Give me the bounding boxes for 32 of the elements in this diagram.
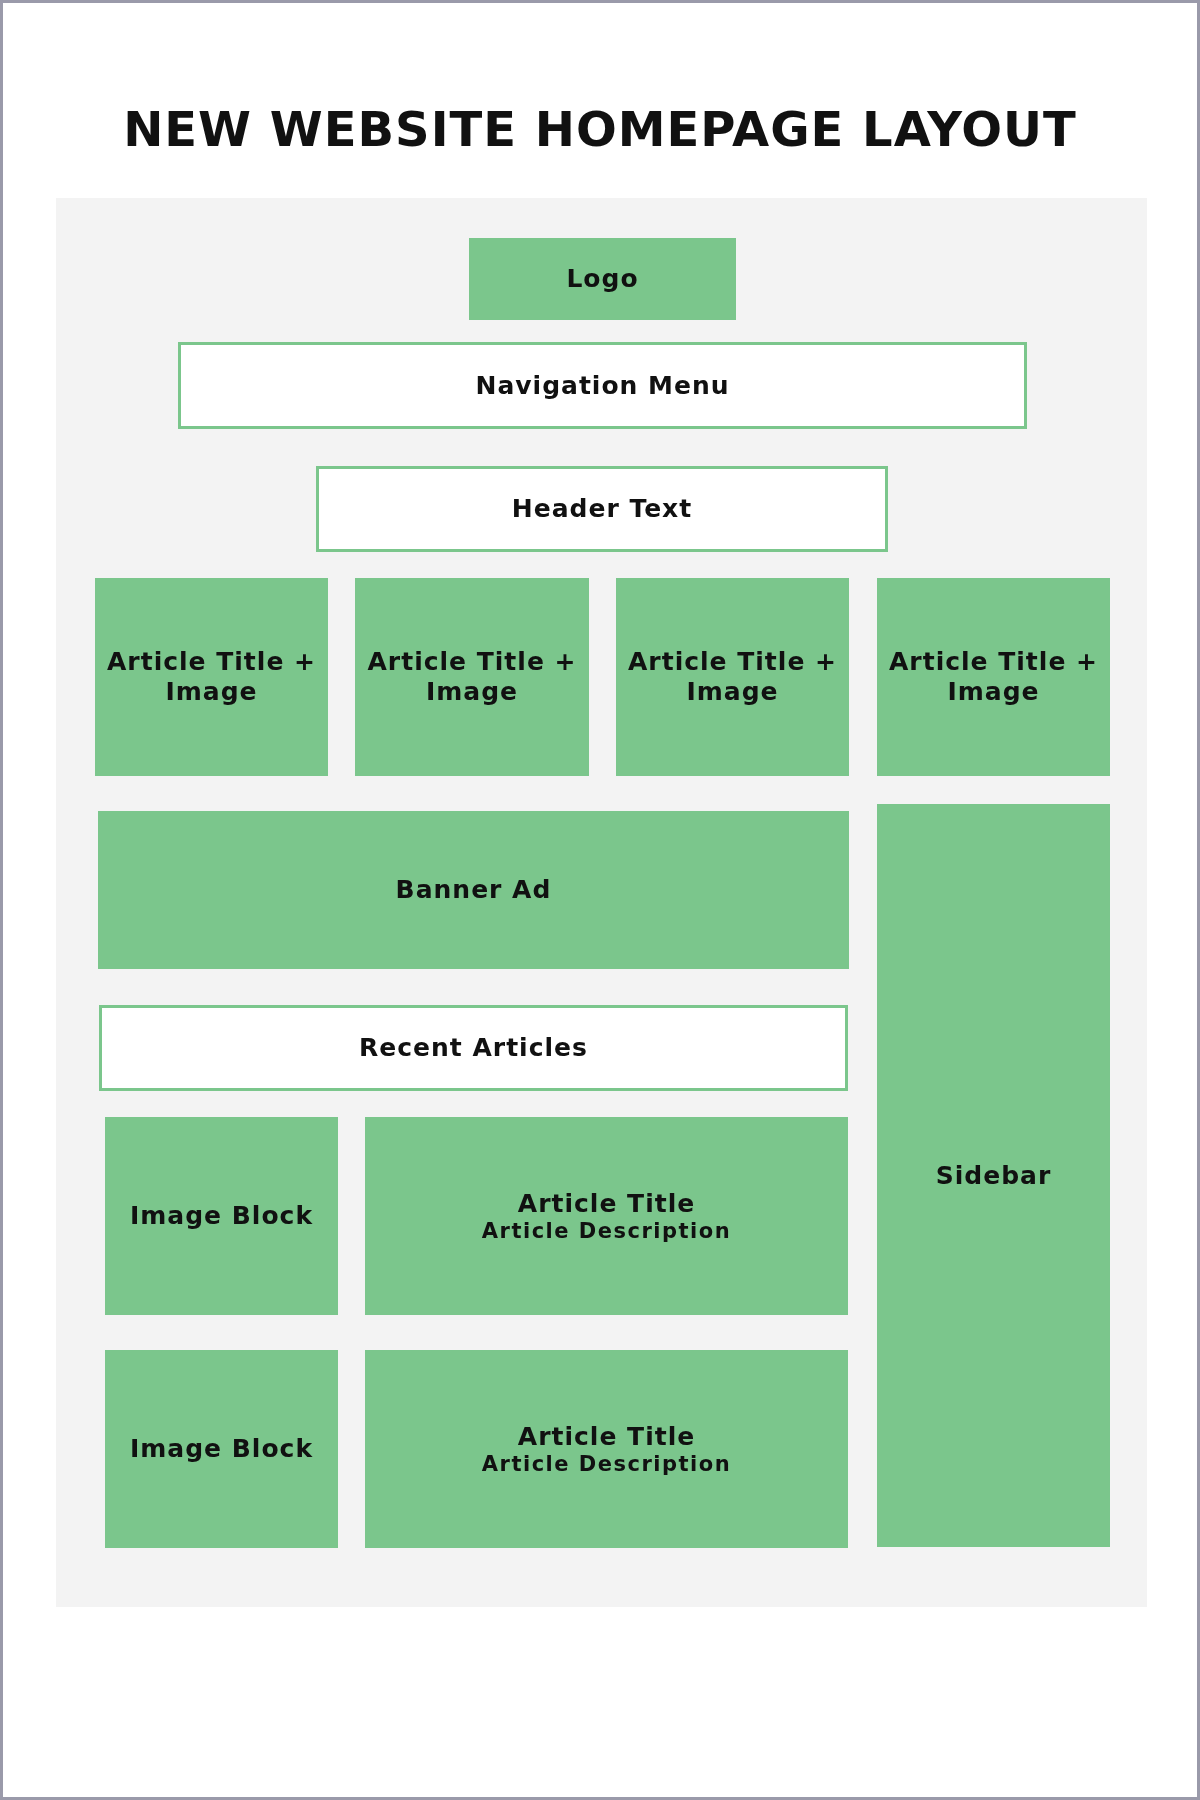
section-box — [316, 466, 888, 552]
block-label: Article Title + Image — [888, 647, 1099, 707]
block-label: Image Block — [129, 1434, 314, 1464]
block-label: Article Title + Image — [366, 647, 578, 707]
content-block — [616, 578, 849, 776]
block-label: Sidebar — [934, 1160, 1053, 1191]
block-label: Header Text — [510, 494, 694, 524]
block-description: Article Description — [481, 1219, 732, 1243]
block-description: Article Description — [481, 1452, 732, 1476]
section-box — [178, 342, 1027, 429]
page-title: NEW WEBSITE HOMEPAGE LAYOUT — [122, 101, 1078, 157]
block-label: Article Title + Image — [627, 647, 838, 707]
block-label: Logo — [565, 264, 640, 294]
block-label: Article Title — [516, 1422, 697, 1452]
content-block — [355, 578, 589, 776]
section-box — [99, 1005, 848, 1091]
content-block — [365, 1350, 848, 1548]
content-block — [365, 1117, 848, 1315]
block-label: Image Block — [129, 1201, 314, 1231]
content-block — [469, 238, 736, 320]
block-label: Recent Articles — [358, 1033, 589, 1063]
content-block — [98, 811, 849, 969]
content-block — [105, 1117, 338, 1315]
content-block — [877, 804, 1110, 1547]
content-block — [877, 578, 1110, 776]
page-panel — [56, 198, 1147, 1607]
block-label: Banner Ad — [394, 875, 553, 905]
content-block — [105, 1350, 338, 1548]
block-label: Navigation Menu — [474, 370, 731, 401]
block-label: Article Title + Image — [106, 647, 317, 707]
content-block — [95, 578, 328, 776]
block-label: Article Title — [516, 1189, 697, 1219]
